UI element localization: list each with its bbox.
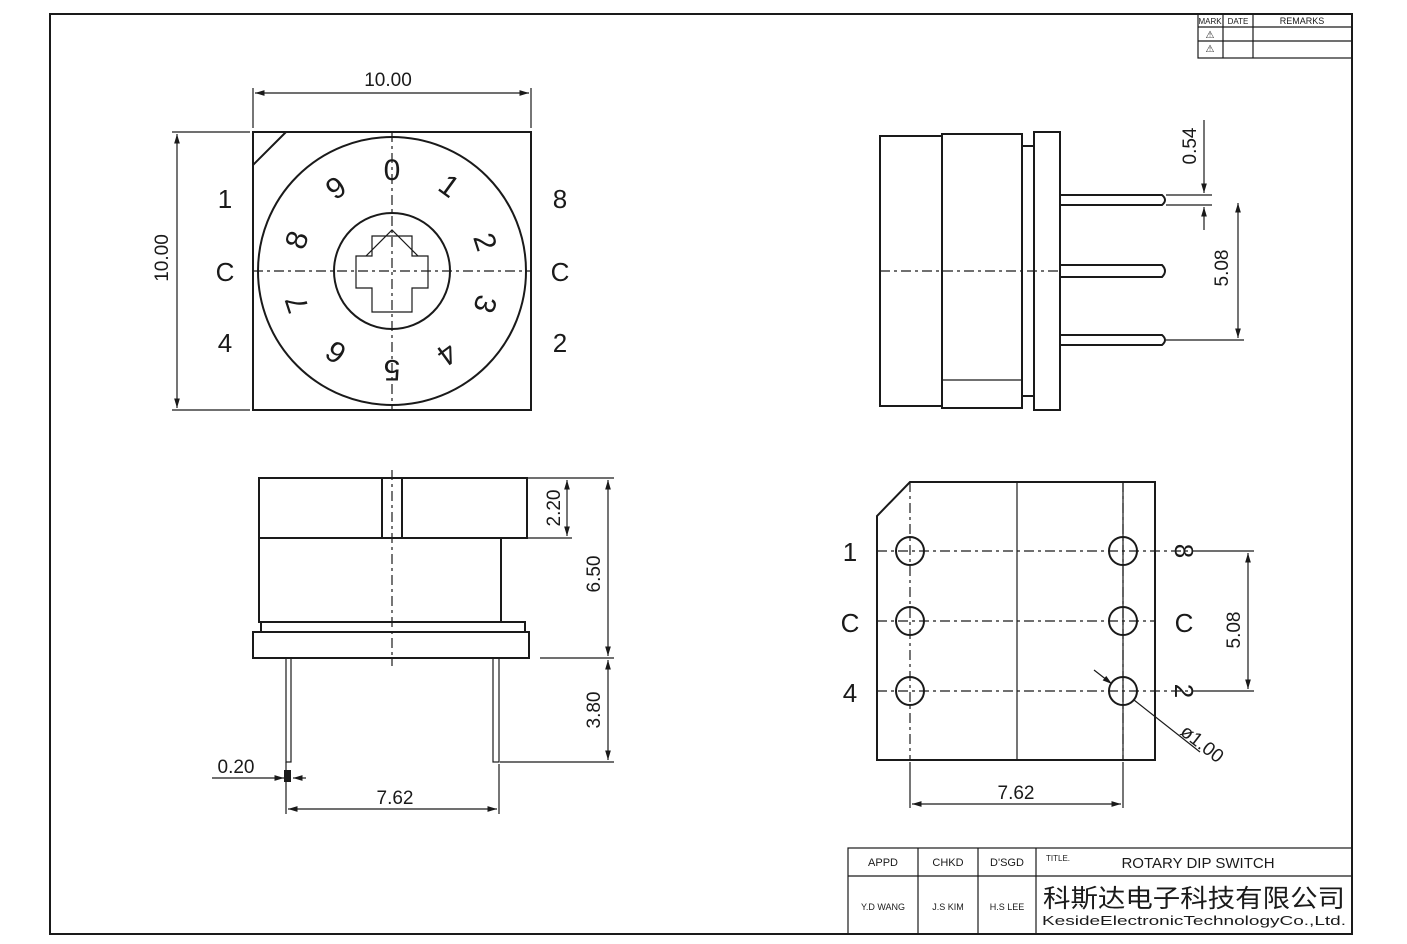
dial-number-6: 6 xyxy=(320,333,353,370)
top-view: 0 1 2 3 4 5 6 7 8 9 1 C 4 8 C 2 10.00 10… xyxy=(152,70,570,411)
dial-number-5: 5 xyxy=(384,353,401,386)
dial-number-7: 7 xyxy=(279,291,316,317)
front-view: 2.20 6.50 3.80 7.62 0.20 xyxy=(212,470,614,814)
pin-length-dim: 3.80 xyxy=(584,692,605,729)
body-height-dim: 6.50 xyxy=(584,556,605,593)
bottom-hole xyxy=(895,606,925,636)
dial-number-8: 8 xyxy=(279,227,316,253)
bottom-hole xyxy=(1108,606,1138,636)
tb-header-dsgd: D'SGD xyxy=(990,857,1024,869)
bottom-hole xyxy=(895,676,925,706)
rev-row-1-mark: ⚠ xyxy=(1206,30,1215,41)
tb-title-label: TITLE. xyxy=(1046,854,1070,863)
company-name-en: KesideElectronicTechnologyCo.,Ltd. xyxy=(1042,913,1346,928)
bottom-left-label-c: C xyxy=(841,608,860,638)
cap-height-dim: 2.20 xyxy=(544,490,565,527)
bottom-hole xyxy=(1108,676,1138,706)
top-left-label-4: 4 xyxy=(218,328,232,358)
drawing-frame xyxy=(49,13,1353,935)
bottom-pitch-dim: 5.08 xyxy=(1224,612,1245,649)
tb-name-dsgd: H.S LEE xyxy=(990,902,1025,912)
top-right-label-8: 8 xyxy=(553,184,567,214)
title-block: APPD CHKD D'SGD Y.D WANG J.S KIM H.S LEE… xyxy=(847,847,1353,935)
rev-header-remarks: REMARKS xyxy=(1280,16,1325,26)
top-height-dim: 10.00 xyxy=(152,234,173,282)
bottom-view: 1 C 4 8 C 2 5.08 7.62 ø1.00 xyxy=(841,481,1254,808)
bottom-left-label-4: 4 xyxy=(843,678,857,708)
bottom-right-label-8: 8 xyxy=(1169,544,1199,558)
dial-number-1: 1 xyxy=(432,168,465,205)
pin-thickness-dim: 0.20 xyxy=(218,757,255,778)
dial-number-4: 4 xyxy=(430,335,463,372)
side-view-right: 0.54 5.08 xyxy=(879,120,1244,411)
top-left-label-c: C xyxy=(216,257,235,287)
rev-row-2-mark: ⚠ xyxy=(1206,44,1215,55)
company-name-cn: 科斯达电子科技有限公司 xyxy=(1043,884,1345,913)
pin-width-dim: 0.54 xyxy=(1180,127,1201,164)
dial-number-3: 3 xyxy=(466,291,503,317)
bottom-hole xyxy=(895,536,925,566)
tb-title: ROTARY DIP SWITCH xyxy=(1121,855,1274,872)
bottom-left-label-1: 1 xyxy=(843,537,857,567)
tb-header-chkd: CHKD xyxy=(932,857,963,869)
hole-diameter-dim: ø1.00 xyxy=(1176,721,1227,767)
tb-name-chkd: J.S KIM xyxy=(932,902,964,912)
pin-spacing-dim: 7.62 xyxy=(377,788,414,809)
top-right-label-2: 2 xyxy=(553,328,567,358)
bottom-spacing-dim: 7.62 xyxy=(998,783,1035,804)
tb-header-appd: APPD xyxy=(868,857,898,869)
bottom-hole xyxy=(1108,536,1138,566)
bottom-right-label-2: 2 xyxy=(1169,684,1199,698)
dial-number-9: 9 xyxy=(320,170,353,207)
rev-header-date: DATE xyxy=(1228,17,1249,26)
dial-number-2: 2 xyxy=(466,229,503,255)
top-left-label-1: 1 xyxy=(218,184,232,214)
bottom-right-label-c: C xyxy=(1175,608,1194,638)
tb-name-appd: Y.D WANG xyxy=(861,902,905,912)
rev-header-mark: MARK xyxy=(1198,17,1222,26)
side-pitch-dim: 5.08 xyxy=(1212,250,1233,287)
top-width-dim: 10.00 xyxy=(364,70,412,91)
dial-number-0: 0 xyxy=(384,154,401,187)
revision-table: MARK DATE REMARKS ⚠ ⚠ xyxy=(1197,13,1353,59)
top-right-label-c: C xyxy=(551,257,570,287)
